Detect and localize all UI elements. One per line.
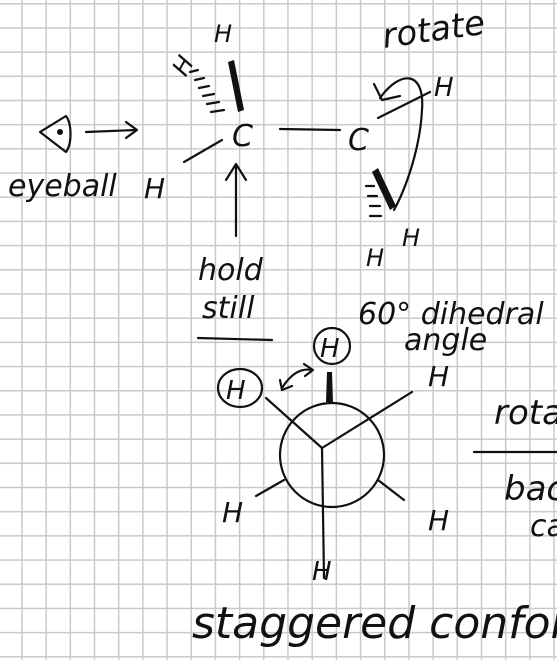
right-edge-notes: rota bac ca xyxy=(472,393,557,544)
carbon-note-label: ca xyxy=(530,509,557,544)
rotate-right-label: rota xyxy=(494,393,557,433)
hold-label: hold xyxy=(198,253,264,288)
back-carbon-circle xyxy=(278,401,386,509)
rotate-label: rotate xyxy=(380,3,488,57)
caption: staggered conform xyxy=(192,598,557,649)
right-upper-h: H xyxy=(434,73,454,103)
right-lower-h-1: H xyxy=(366,244,384,272)
left-upper-h: H xyxy=(167,51,200,81)
back-label: bac xyxy=(504,469,557,509)
view-arrow-shaft xyxy=(84,128,138,134)
h-upper-right: H xyxy=(428,360,449,393)
right-wedge-bond xyxy=(372,168,396,210)
circled-h-top: H xyxy=(320,334,340,364)
dihedral-arrowhead-left-icon xyxy=(278,378,294,392)
rotate-curve xyxy=(378,77,424,212)
right-hashed-bond xyxy=(364,184,383,218)
front-bond-down xyxy=(320,446,326,580)
eyeball-viewer: eyeball xyxy=(8,114,139,204)
eye-pupil-icon xyxy=(57,129,63,135)
circled-h-left: H xyxy=(226,376,246,406)
back-bond-up xyxy=(326,372,333,402)
right-carbon-label: C xyxy=(348,123,369,158)
circled-h-top-ring xyxy=(312,326,352,366)
front-bond-upper-right xyxy=(320,390,414,450)
dihedral-label: 60° dihedral xyxy=(358,297,544,332)
hold-arrow-head-icon xyxy=(224,162,248,182)
eye-icon xyxy=(38,114,72,154)
circled-h-left-ring xyxy=(216,367,264,409)
rotate-arrowhead-icon xyxy=(372,82,402,102)
wedge-dash-structure: C C H H H H H xyxy=(144,3,487,272)
hold-still-note: hold still xyxy=(196,162,274,342)
dihedral-annotation: 60° dihedral angle xyxy=(358,297,544,358)
still-label: still xyxy=(202,291,255,326)
dihedral-arrowhead-right-icon xyxy=(302,362,315,378)
left-carbon-label: C xyxy=(232,119,253,154)
eyeball-label: eyeball xyxy=(8,169,117,204)
left-lower-h: H xyxy=(144,172,165,205)
newman-projection: H H H H H H xyxy=(216,326,449,587)
back-bond-lower-left xyxy=(254,478,286,498)
carbon-carbon-bond xyxy=(278,127,342,132)
front-bond-upper-left xyxy=(264,396,324,450)
h-bottom: H xyxy=(312,557,332,587)
back-bond-lower-right xyxy=(376,478,406,502)
angle-label: angle xyxy=(404,323,487,358)
still-underline xyxy=(196,336,274,342)
left-wedge-bond xyxy=(228,60,244,112)
h-lower-left: H xyxy=(222,496,243,529)
h-lower-right: H xyxy=(428,504,449,537)
right-lower-h-2: H xyxy=(402,224,420,252)
left-hashed-bond xyxy=(188,68,226,114)
left-plain-bond xyxy=(182,138,224,164)
left-top-h: H xyxy=(214,20,232,48)
view-arrow-head-icon xyxy=(124,120,139,140)
dihedral-arrow-curve xyxy=(280,368,314,390)
